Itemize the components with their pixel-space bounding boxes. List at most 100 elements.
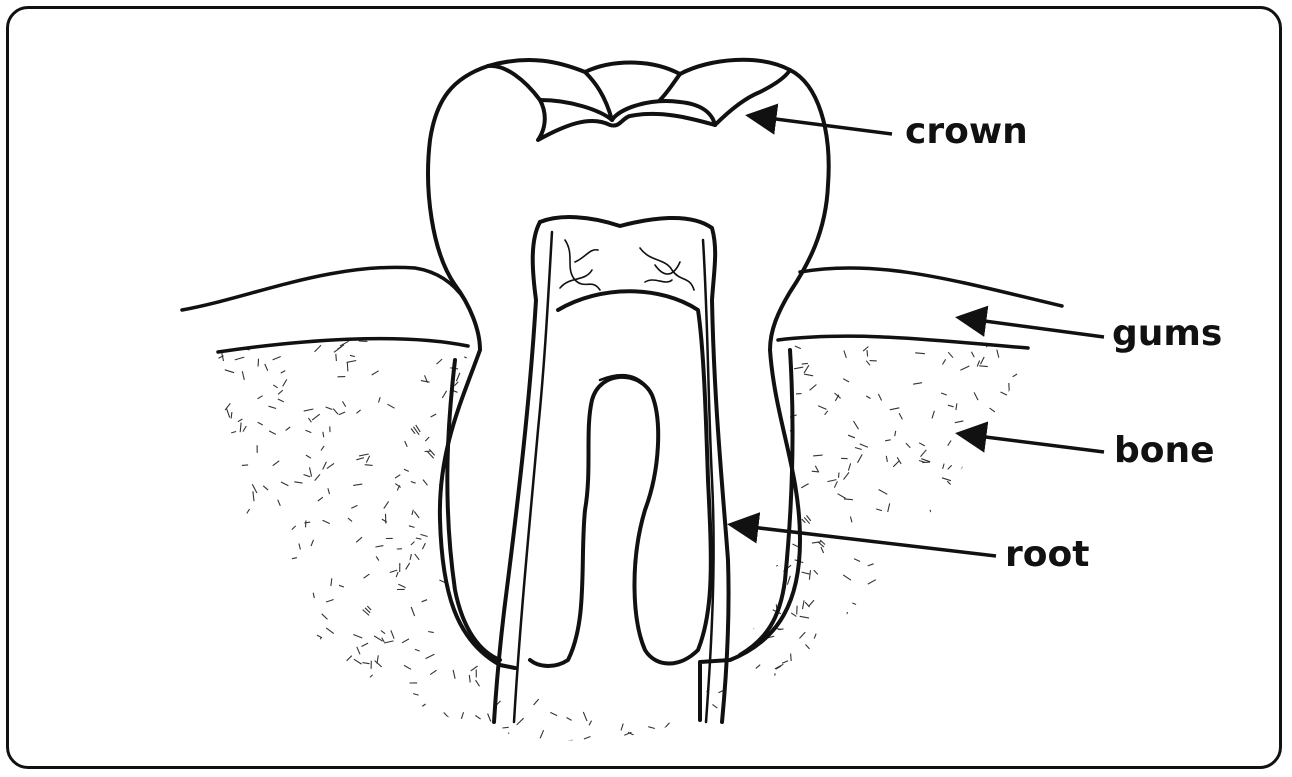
bone-speckle — [844, 499, 853, 500]
bone-speckle — [854, 559, 860, 562]
bone-speckle — [802, 519, 806, 523]
bone-speckle — [502, 727, 508, 728]
bone-speckle — [844, 472, 850, 479]
bone-speckle — [301, 713, 303, 720]
bone-speckle — [743, 384, 751, 387]
bone-speckle — [458, 548, 462, 553]
bone-speckle — [912, 648, 914, 657]
bone-speckle — [663, 737, 664, 745]
bone-speckle — [672, 573, 679, 576]
bone-speckle — [366, 735, 373, 741]
bone-speckle — [217, 480, 220, 484]
bone-speckle — [1003, 447, 1011, 451]
bone-speckle — [467, 534, 471, 537]
bone-speckle — [679, 472, 683, 480]
bone-speckle — [326, 407, 333, 410]
bone-speckle — [876, 509, 882, 511]
bone-speckle — [719, 554, 725, 559]
bone-speckle — [1023, 342, 1031, 344]
bone-speckle — [626, 367, 633, 370]
bone-speckle — [476, 680, 480, 686]
bone-speckle — [866, 396, 870, 399]
bone-speckle — [868, 580, 876, 584]
bone-speckle — [305, 430, 311, 432]
bone-speckle — [802, 698, 806, 706]
bone-speckle — [227, 343, 235, 344]
bone-speckle — [215, 356, 224, 360]
bone-speckle — [1013, 404, 1014, 410]
bone-speckle — [352, 749, 354, 758]
bone-speckle — [353, 484, 362, 485]
bone-speckle — [802, 363, 808, 364]
bone-speckle — [452, 484, 457, 488]
bone-speckle — [372, 371, 379, 375]
bone-speckle — [278, 500, 281, 506]
bone-speckle — [308, 418, 311, 422]
bone-speckle — [787, 576, 790, 585]
bone-speckle — [972, 490, 979, 494]
bone-speckle — [335, 720, 344, 722]
bone-speckle — [1024, 529, 1033, 530]
bone-speckle — [1039, 430, 1041, 437]
bone-speckle — [281, 371, 286, 374]
bone-speckle — [453, 670, 455, 679]
bone-speckle — [480, 533, 485, 535]
bone-speckle — [913, 383, 922, 385]
bone-speckle — [270, 670, 278, 675]
bone-speckle — [921, 450, 927, 457]
bone-speckle — [958, 523, 964, 526]
root-label: root — [1005, 534, 1089, 575]
bone-speckle — [315, 345, 322, 352]
bone-speckle — [721, 517, 722, 526]
bone-speckle — [675, 415, 681, 418]
bone-speckle — [294, 482, 302, 483]
bone-speckle — [241, 571, 246, 574]
bone-speckle — [228, 603, 236, 606]
bone-speckle — [551, 373, 553, 379]
bone-speckle — [224, 467, 226, 472]
bone-speckle — [221, 441, 227, 444]
bone-speckle — [952, 573, 958, 575]
bone-speckle — [306, 520, 307, 527]
bone-speckle — [927, 623, 930, 633]
bone-speckle — [396, 747, 401, 753]
bone-speckle — [421, 381, 430, 383]
bone-speckle — [547, 576, 551, 582]
bone-speckle — [371, 691, 375, 696]
bone-speckle — [265, 364, 268, 371]
bone-speckle — [924, 671, 929, 673]
bone-speckle — [395, 475, 400, 478]
bone-speckle — [616, 508, 617, 518]
bone-speckle — [696, 521, 706, 524]
bone-speckle — [1006, 627, 1012, 631]
bone-speckle — [1022, 646, 1030, 648]
bone-speckle — [818, 406, 826, 410]
bone-speckle — [488, 714, 491, 722]
bone-speckle — [761, 371, 766, 380]
bone-speckle — [535, 612, 541, 618]
bone-speckle — [834, 481, 837, 487]
bone-speckle — [844, 351, 846, 358]
bone-speckle — [475, 473, 482, 475]
bone-speckle — [821, 547, 824, 553]
bone-speckle — [970, 688, 976, 692]
bone-speckle — [938, 667, 942, 672]
bone-speckle — [302, 687, 309, 692]
bone-speckle — [838, 637, 841, 645]
bone-speckle — [804, 365, 809, 373]
bone-speckle — [751, 624, 754, 629]
bone-speckle — [420, 534, 427, 536]
bone-speckle — [758, 546, 760, 552]
bone-speckle — [343, 401, 346, 406]
bone-label: bone — [1114, 430, 1215, 471]
bone-speckle — [724, 381, 730, 383]
bone-speckle — [607, 446, 614, 450]
bone-speckle — [855, 448, 862, 450]
bone-speckle — [409, 526, 415, 528]
bone-speckle — [437, 359, 443, 364]
bone-speckle — [893, 744, 897, 748]
bone-speckle — [665, 551, 670, 556]
bone-speckle — [508, 733, 511, 741]
bone-speckle — [375, 724, 377, 733]
bone-speckle — [733, 492, 739, 500]
